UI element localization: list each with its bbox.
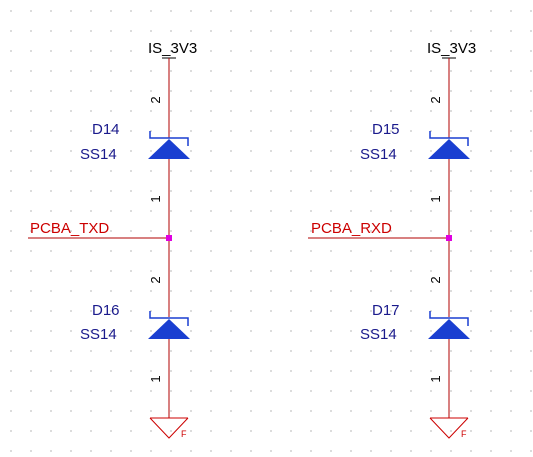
d15-pin1-label: 1 [428,195,443,202]
right-ground-symbol[interactable] [429,417,469,439]
left-net-label[interactable]: PCBA_TXD [30,220,109,237]
d16-pin2-label: 2 [148,276,163,283]
d17-ref[interactable]: D17 [372,302,400,319]
left-junction-dot [166,235,172,241]
d17-diode-symbol[interactable] [428,311,470,339]
d15-pin2-label: 2 [428,96,443,103]
left-ground-symbol[interactable] [149,417,189,439]
left-power-label[interactable]: IS_3V3 [148,40,197,57]
right-net-label[interactable]: PCBA_RXD [311,220,392,237]
d17-pin2-label: 2 [428,276,443,283]
d17-value[interactable]: SS14 [360,326,397,343]
d15-ref[interactable]: D15 [372,121,400,138]
d16-value[interactable]: SS14 [80,326,117,343]
d14-pin1-label: 1 [148,195,163,202]
d15-value[interactable]: SS14 [360,146,397,163]
d16-pin1-label: 1 [148,375,163,382]
d14-diode-symbol[interactable] [148,131,190,159]
right-protection-circuit: IS_3V3 2 D15 SS14 1 PCBA_RXD 2 D17 SS14 … [308,40,476,439]
left-ground-label: F [181,429,187,439]
d17-pin1-label: 1 [428,375,443,382]
left-protection-circuit: IS_3V3 2 D14 SS14 1 PCBA_TXD 2 D16 SS14 … [28,40,197,439]
d16-ref[interactable]: D16 [92,302,120,319]
d14-pin2-label: 2 [148,96,163,103]
d15-diode-symbol[interactable] [428,131,470,159]
right-junction-dot [446,235,452,241]
right-power-label[interactable]: IS_3V3 [427,40,476,57]
d14-value[interactable]: SS14 [80,146,117,163]
d16-diode-symbol[interactable] [148,311,190,339]
right-ground-label: F [461,429,467,439]
d14-ref[interactable]: D14 [92,121,120,138]
